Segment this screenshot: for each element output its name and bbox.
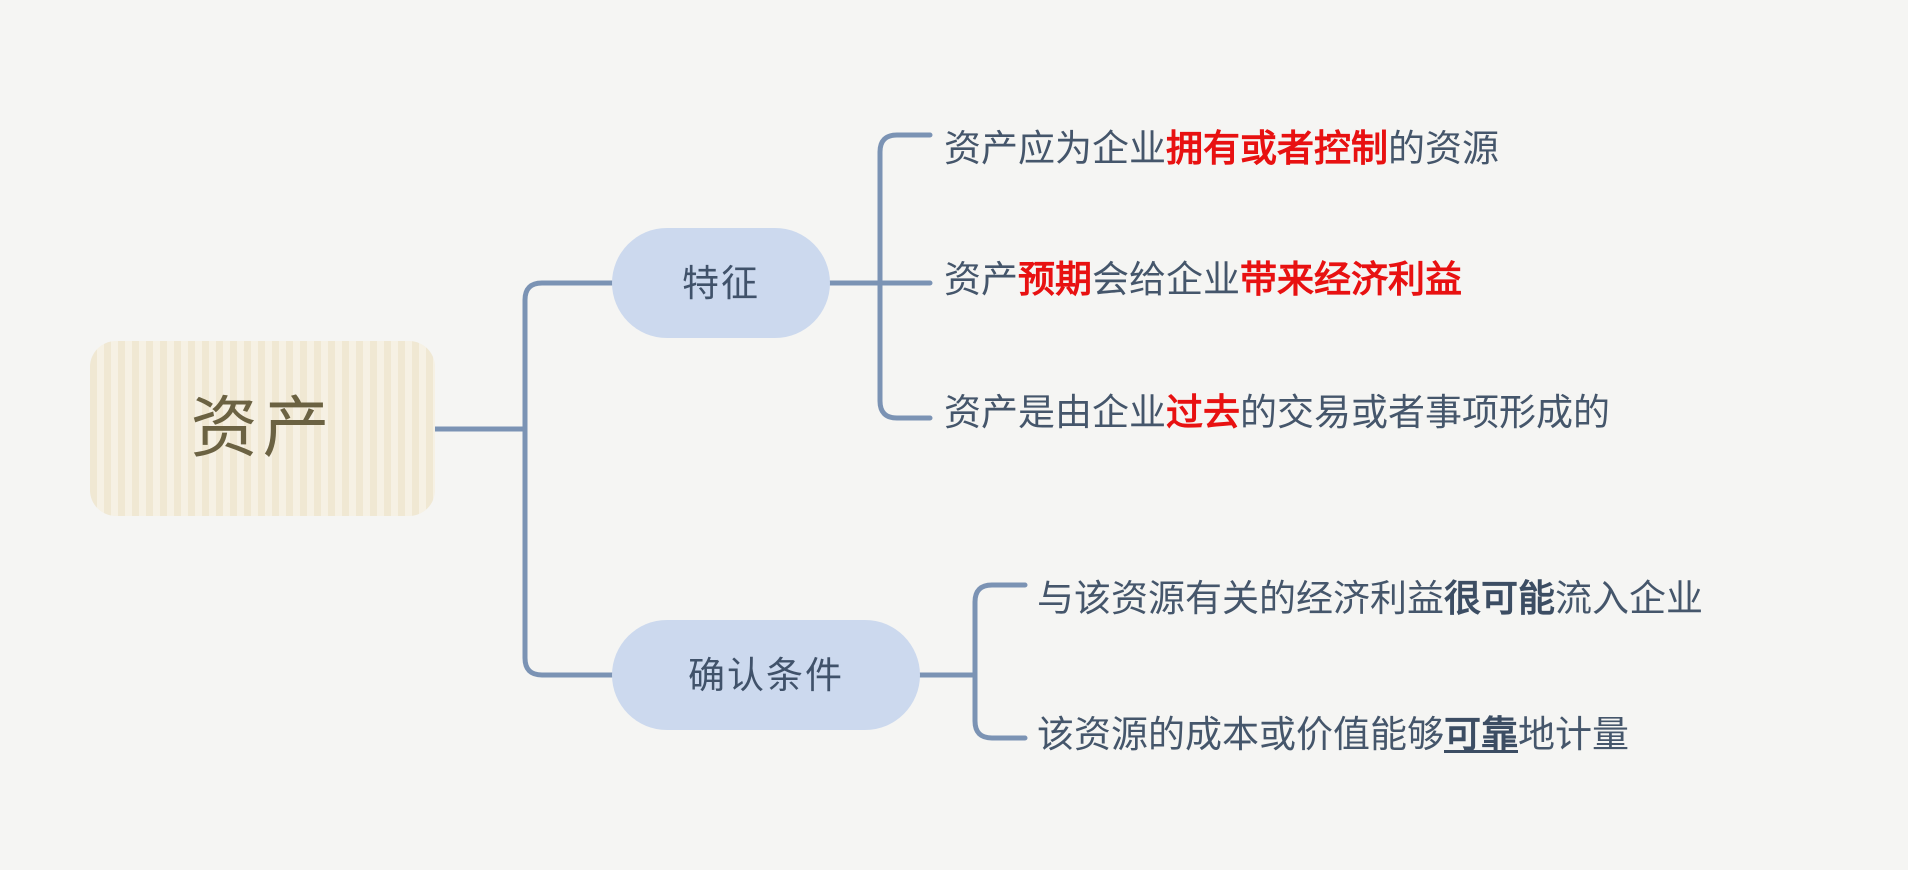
leaf-feature-1[interactable]: 资产应为企业拥有或者控制的资源 [944, 128, 1499, 171]
leaf-feature-2-seg-0: 资产 [944, 259, 1018, 300]
leaf-feature-1-seg-1: 拥有或者控制 [1166, 128, 1388, 169]
leaf-feature-2[interactable]: 资产预期会给企业带来经济利益 [944, 259, 1462, 302]
leaf-feature-3[interactable]: 资产是由企业过去的交易或者事项形成的 [944, 392, 1610, 435]
connector-root-to-condition [522, 426, 615, 678]
branch-node-condition[interactable]: 确认条件 [612, 620, 920, 730]
branch-node-feature[interactable]: 特征 [612, 228, 830, 338]
leaf-feature-2-seg-1: 预期 [1018, 259, 1092, 300]
branch-node-feature-label: 特征 [682, 262, 760, 304]
connector-feature-leaf-3 [877, 280, 933, 421]
leaf-feature-3-seg-0: 资产是由企业 [944, 392, 1166, 433]
leaf-condition-1-seg-2: 流入企业 [1555, 578, 1703, 619]
leaf-feature-3-seg-1: 过去 [1166, 392, 1240, 433]
leaf-condition-1[interactable]: 与该资源有关的经济利益很可能流入企业 [1037, 578, 1703, 621]
root-node[interactable]: 资产 [90, 341, 435, 516]
leaf-feature-2-seg-3: 带来经济利益 [1240, 259, 1462, 300]
connector-condition-leaf-1 [972, 582, 1028, 678]
connector-condition-leaf-2 [972, 672, 1028, 741]
leaf-condition-1-seg-1: 很可能 [1444, 578, 1555, 619]
leaf-feature-3-seg-2: 的交易或者事项形成的 [1240, 392, 1610, 433]
leaf-condition-2-seg-0: 该资源的成本或价值能够 [1037, 714, 1444, 755]
leaf-condition-2[interactable]: 该资源的成本或价值能够可靠地计量 [1037, 714, 1629, 757]
branch-node-condition-label: 确认条件 [688, 654, 844, 696]
leaf-condition-2-seg-1: 可靠 [1444, 714, 1518, 755]
connector-feature-leaf-1 [877, 132, 933, 286]
leaf-condition-2-seg-2: 地计量 [1518, 714, 1629, 755]
connector-root-to-feature [522, 280, 615, 432]
leaf-condition-1-seg-0: 与该资源有关的经济利益 [1037, 578, 1444, 619]
leaf-feature-1-seg-0: 资产应为企业 [944, 128, 1166, 169]
root-node-label: 资产 [190, 391, 335, 466]
leaf-feature-2-seg-2: 会给企业 [1092, 259, 1240, 300]
leaf-feature-1-seg-2: 的资源 [1388, 128, 1499, 169]
